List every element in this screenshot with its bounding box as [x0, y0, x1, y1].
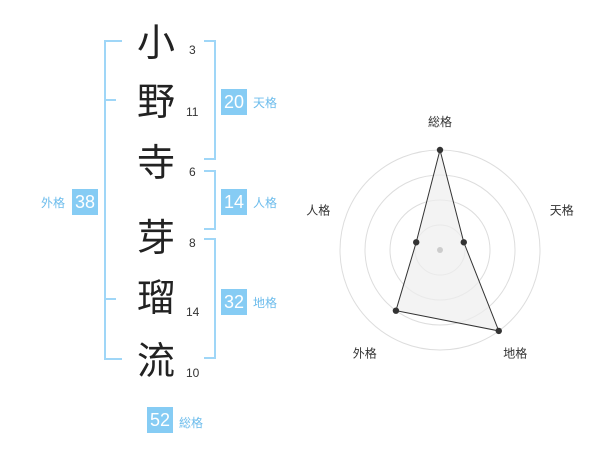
- soukaku-label: 総格: [179, 416, 204, 430]
- radar-axis-label-4: 外格: [353, 346, 377, 361]
- jinkaku-label: 人格: [253, 196, 278, 210]
- stroke-count-2: 11: [186, 105, 199, 119]
- outer-bracket-tick: [104, 99, 116, 101]
- gaikaku-value-badge: 38: [72, 189, 98, 215]
- soukaku-value-badge: 52: [147, 407, 173, 433]
- tenkaku-label: 天格: [253, 96, 278, 110]
- stroke-count-4: 8: [189, 236, 196, 250]
- chikaku-bracket: [204, 238, 216, 359]
- stroke-count-6: 10: [186, 366, 200, 380]
- outer-bracket-tick: [104, 298, 116, 300]
- radar-center-point: [437, 247, 443, 253]
- radar-point-2: [460, 239, 467, 246]
- given-char-3: 流: [136, 339, 175, 383]
- given-char-2: 瑠: [136, 276, 175, 320]
- stroke-count-1: 3: [189, 43, 196, 57]
- chikaku-value-badge: 32: [221, 289, 247, 315]
- radar-axis-label-2: 天格: [550, 202, 574, 217]
- radar-area: [395, 149, 500, 332]
- stroke-count-3: 6: [189, 165, 196, 179]
- given-char-1: 芽: [136, 216, 175, 260]
- surname-char-2: 野: [136, 80, 175, 124]
- radar-axis-label-1: 総格: [428, 114, 452, 129]
- radar-point-4: [392, 307, 400, 314]
- radar-point-3: [495, 327, 502, 335]
- surname-char-1: 小: [136, 21, 175, 65]
- stroke-count-5: 14: [186, 305, 200, 319]
- jinkaku-bracket: [204, 170, 216, 230]
- chikaku-label: 地格: [253, 296, 278, 310]
- radar-point-5: [413, 239, 420, 246]
- tenkaku-value-badge: 20: [221, 89, 247, 115]
- tenkaku-bracket: [204, 40, 216, 160]
- outer-bracket: [104, 40, 122, 360]
- surname-char-3: 寺: [136, 141, 175, 185]
- gaikaku-label: 外格: [41, 196, 66, 210]
- radar-axis-label-5: 人格: [306, 202, 330, 217]
- radar-point-1: [436, 146, 444, 154]
- radar-axis-label-3: 地格: [503, 346, 527, 361]
- jinkaku-value-badge: 14: [221, 189, 247, 215]
